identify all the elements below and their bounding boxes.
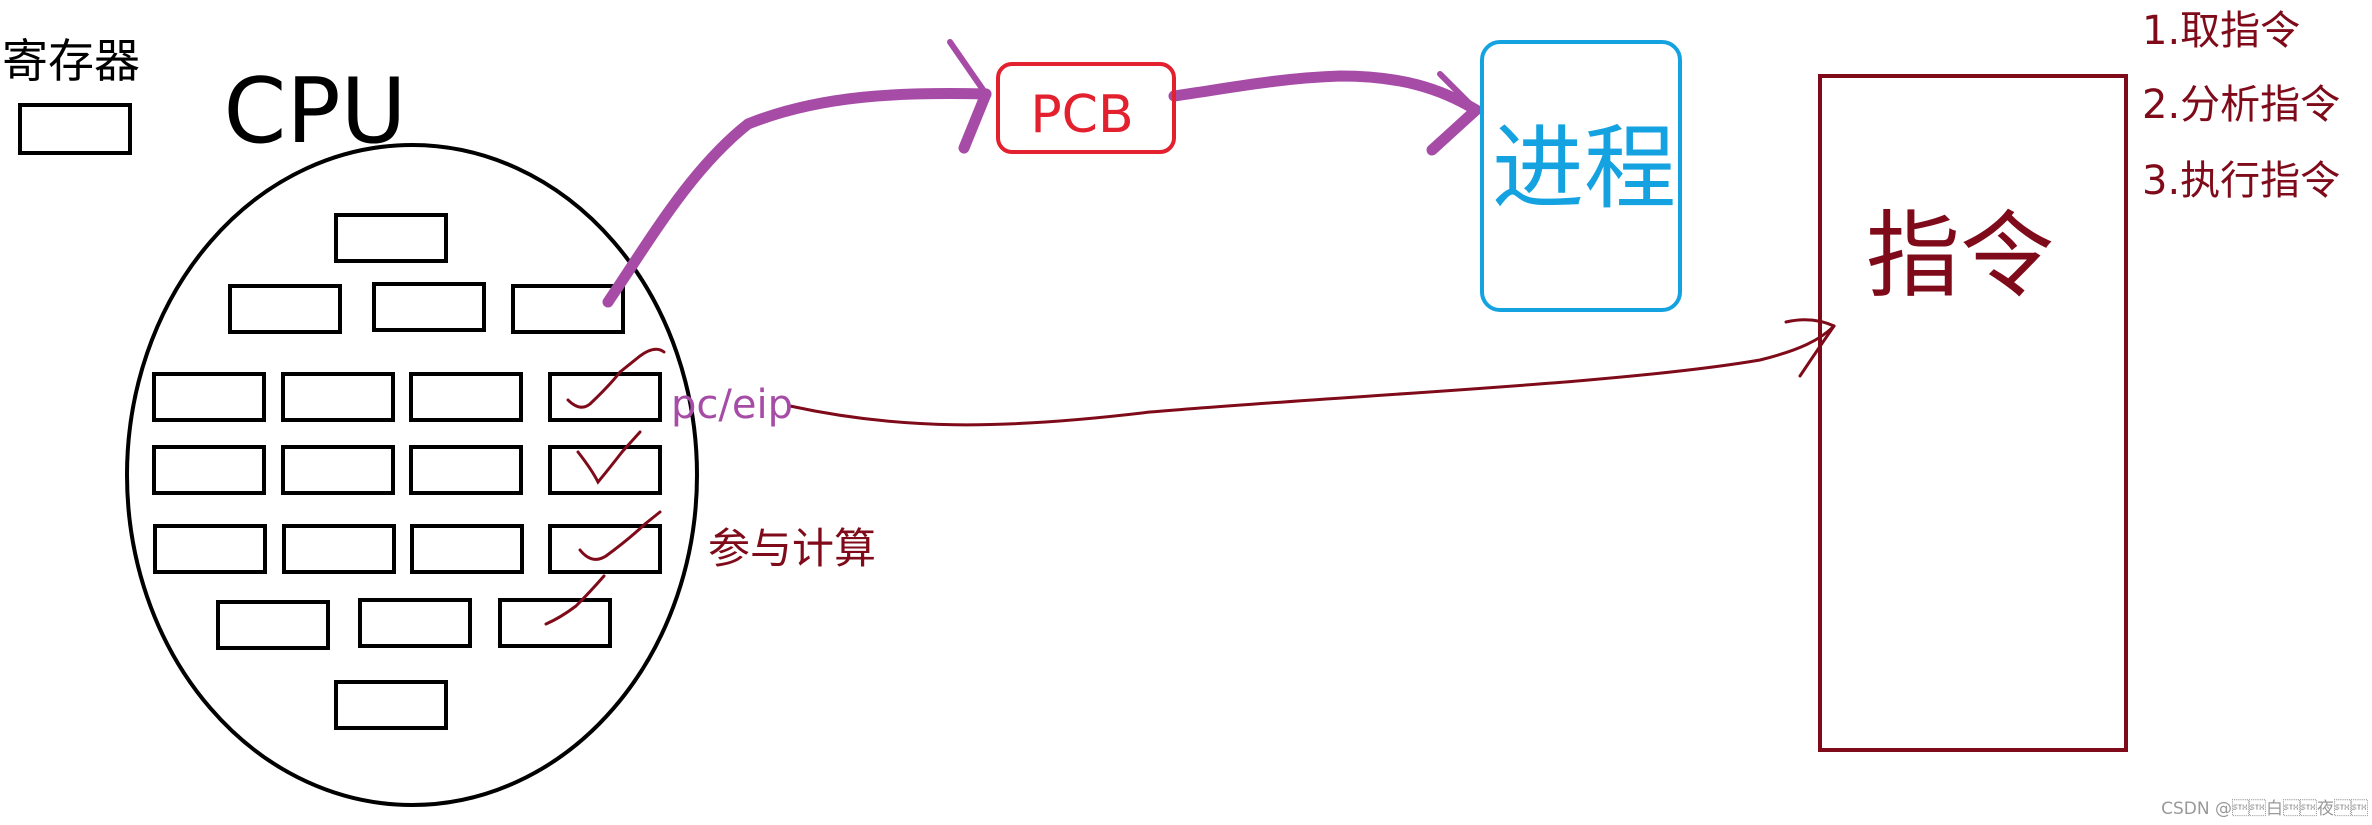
arrow-head-icon	[1426, 104, 1482, 156]
cpu-ellipse	[125, 143, 699, 807]
pcb-box	[996, 62, 1176, 154]
process-label: 进程	[1492, 115, 1676, 222]
check-marks	[544, 347, 666, 626]
check-mark-icon	[576, 430, 642, 485]
register-box	[152, 372, 266, 422]
instruction-box	[1818, 74, 2128, 752]
compute-label: 参与计算	[708, 524, 876, 573]
register-box	[228, 284, 342, 334]
arrow-head-icon	[947, 39, 989, 97]
register-box	[548, 524, 662, 574]
register-box	[334, 213, 448, 263]
instruction-label: 指令	[1866, 202, 2054, 311]
register-box	[548, 445, 662, 495]
arrow-head-icon	[1784, 318, 1836, 328]
register-box	[281, 372, 395, 422]
step-execute: 3.执行指令	[2142, 158, 2340, 204]
register-box	[372, 282, 486, 332]
arrow-head-icon	[1798, 324, 1836, 378]
register-box	[548, 372, 662, 422]
pc-to-instruction-arrow	[788, 324, 1836, 427]
step-decode: 2.分析指令	[2142, 82, 2340, 128]
pcb-to-process-arrow	[1168, 70, 1482, 116]
arrow-head-icon	[958, 88, 992, 154]
register-legend-label: 寄存器	[2, 34, 140, 88]
register-box	[409, 372, 523, 422]
purple-arrows	[602, 39, 1482, 308]
register-box	[216, 600, 330, 650]
check-mark-icon	[578, 510, 662, 561]
register-legend-box	[18, 103, 132, 155]
process-box	[1480, 40, 1682, 312]
check-mark-icon	[544, 574, 606, 626]
register-box	[152, 445, 266, 495]
register-box	[410, 524, 524, 574]
pcb-label: PCB	[1030, 85, 1133, 145]
pc-to-instruction-arrow-group	[788, 318, 1836, 427]
cpu-to-pcb-arrow	[602, 88, 992, 308]
register-box	[281, 445, 395, 495]
register-box	[498, 598, 612, 648]
cpu-register-grid	[152, 213, 662, 730]
register-box	[358, 598, 472, 648]
arrow-head-icon	[1437, 71, 1479, 113]
register-box	[334, 680, 448, 730]
register-box	[409, 445, 523, 495]
watermark: CSDN @白夜	[2161, 799, 2368, 819]
check-mark-icon	[566, 347, 666, 409]
step-fetch: 1.取指令	[2142, 8, 2300, 54]
pc-eip-label: pc/eip	[671, 382, 793, 428]
register-box	[511, 284, 625, 334]
register-box	[153, 524, 267, 574]
register-box	[282, 524, 396, 574]
